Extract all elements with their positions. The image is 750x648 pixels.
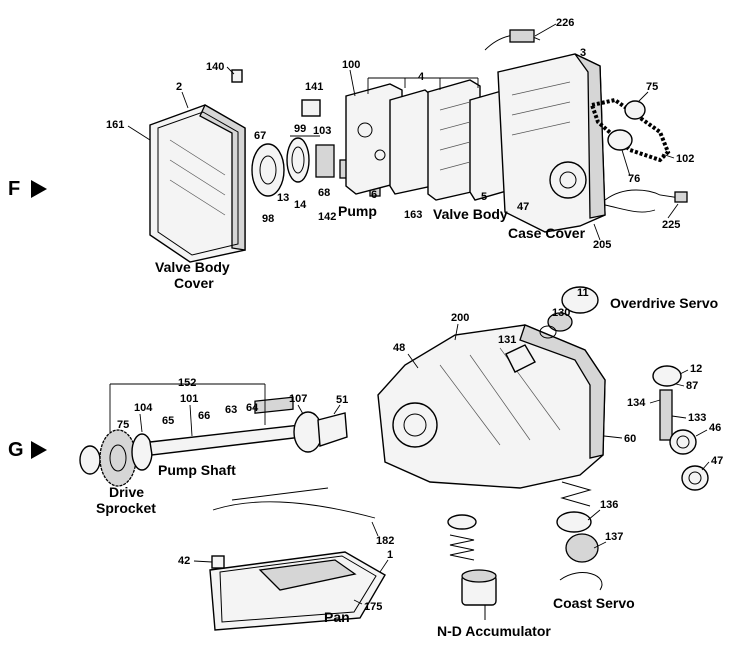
callout-76: 76: [628, 173, 640, 185]
callout-4: 4: [418, 71, 425, 83]
callout-47-bottom: 47: [711, 455, 723, 467]
drive-sprocket-part: [79, 429, 153, 487]
callout-200: 200: [451, 312, 469, 324]
callout-75-bottom: 75: [117, 419, 129, 431]
pan-part: [209, 551, 386, 631]
callout-42: 42: [178, 555, 190, 567]
callout-137: 137: [605, 531, 623, 543]
case-cover-part: [497, 53, 606, 233]
callout-133: 133: [688, 412, 706, 424]
side-servo-part: [652, 365, 709, 491]
callout-130: 130: [552, 307, 570, 319]
section-g-label: G: [8, 439, 24, 461]
callout-99: 99: [294, 123, 306, 135]
coast-servo-part: [556, 481, 603, 591]
callout-131: 131: [498, 334, 516, 346]
section-f-label: F: [8, 178, 20, 200]
overdrive-servo-caption: Overdrive Servo: [610, 295, 718, 311]
callout-48: 48: [393, 342, 405, 354]
valve-body-cover-part: [149, 104, 246, 263]
callout-51: 51: [336, 394, 348, 406]
callout-205: 205: [593, 239, 611, 251]
callout-225: 225: [662, 219, 680, 231]
callout-2: 2: [176, 81, 182, 93]
callout-64: 64: [246, 402, 259, 414]
transmission-case-part: [377, 324, 606, 489]
callout-163: 163: [404, 209, 422, 221]
pump-shaft-part: [149, 396, 348, 456]
drive-sprocket-caption-line2: Sprocket: [96, 500, 156, 516]
callout-161: 161: [106, 119, 124, 131]
callout-226: 226: [556, 17, 574, 29]
callout-98: 98: [262, 213, 274, 225]
callout-141: 141: [305, 81, 323, 93]
callout-102: 102: [676, 153, 694, 165]
callout-12: 12: [690, 363, 702, 375]
overdrive-servo-part: [505, 286, 599, 373]
callout-142: 142: [318, 211, 336, 223]
callout-6: 6: [371, 189, 377, 201]
valve-body-cover-caption-line1: Valve Body: [155, 259, 230, 275]
valve-body-plates-part: [345, 79, 511, 201]
pan-caption: Pan: [324, 609, 350, 625]
nd-accumulator-caption: N-D Accumulator: [437, 623, 551, 639]
case-cover-caption: Case Cover: [508, 225, 586, 241]
callout-63: 63: [225, 404, 237, 416]
callout-67: 67: [254, 130, 266, 142]
callout-14: 14: [294, 199, 307, 211]
callout-75-top: 75: [646, 81, 658, 93]
callout-87: 87: [686, 380, 698, 392]
right-triangle-arrow-icon: [31, 441, 47, 459]
callout-100: 100: [342, 59, 360, 71]
wire-harness-part: [231, 29, 688, 213]
callout-1: 1: [387, 549, 393, 561]
callout-152: 152: [178, 377, 196, 389]
drive-sprocket-caption-line1: Drive: [109, 484, 144, 500]
valve-body-caption: Valve Body: [433, 206, 508, 222]
callout-46: 46: [709, 422, 721, 434]
callout-5: 5: [481, 191, 487, 203]
section-g-callouts: 11 130 200 48 131 12 87 134 133 46 60 47…: [109, 287, 723, 613]
section-f-marker: F: [8, 178, 47, 200]
callout-47-top: 47: [517, 201, 529, 213]
callout-11: 11: [577, 287, 589, 299]
right-triangle-arrow-icon: [31, 180, 47, 198]
pump-shaft-caption: Pump Shaft: [158, 462, 236, 478]
valve-body-cover-caption-line2: Cover: [174, 275, 214, 291]
callout-107: 107: [289, 393, 307, 405]
callout-13: 13: [277, 192, 289, 204]
callout-68: 68: [318, 187, 330, 199]
callout-182: 182: [376, 535, 394, 547]
callout-65: 65: [162, 415, 174, 427]
callout-134: 134: [627, 397, 646, 409]
callout-104: 104: [134, 402, 153, 414]
pump-caption: Pump: [338, 203, 377, 219]
callout-136: 136: [600, 499, 618, 511]
nd-accumulator-part: [447, 514, 497, 620]
callout-66: 66: [198, 410, 210, 422]
coast-servo-caption: Coast Servo: [553, 595, 635, 611]
callout-3: 3: [580, 47, 586, 59]
callout-140: 140: [206, 61, 224, 73]
section-g-marker: G: [8, 439, 47, 461]
callout-101: 101: [180, 393, 198, 405]
callout-103: 103: [313, 125, 331, 137]
callout-60: 60: [624, 433, 636, 445]
section-f-callouts: 226 140 2 100 4 3 75 141 161 67 99 103 1…: [106, 17, 694, 251]
callout-175: 175: [364, 601, 382, 613]
drive-chain-part: [589, 97, 671, 163]
